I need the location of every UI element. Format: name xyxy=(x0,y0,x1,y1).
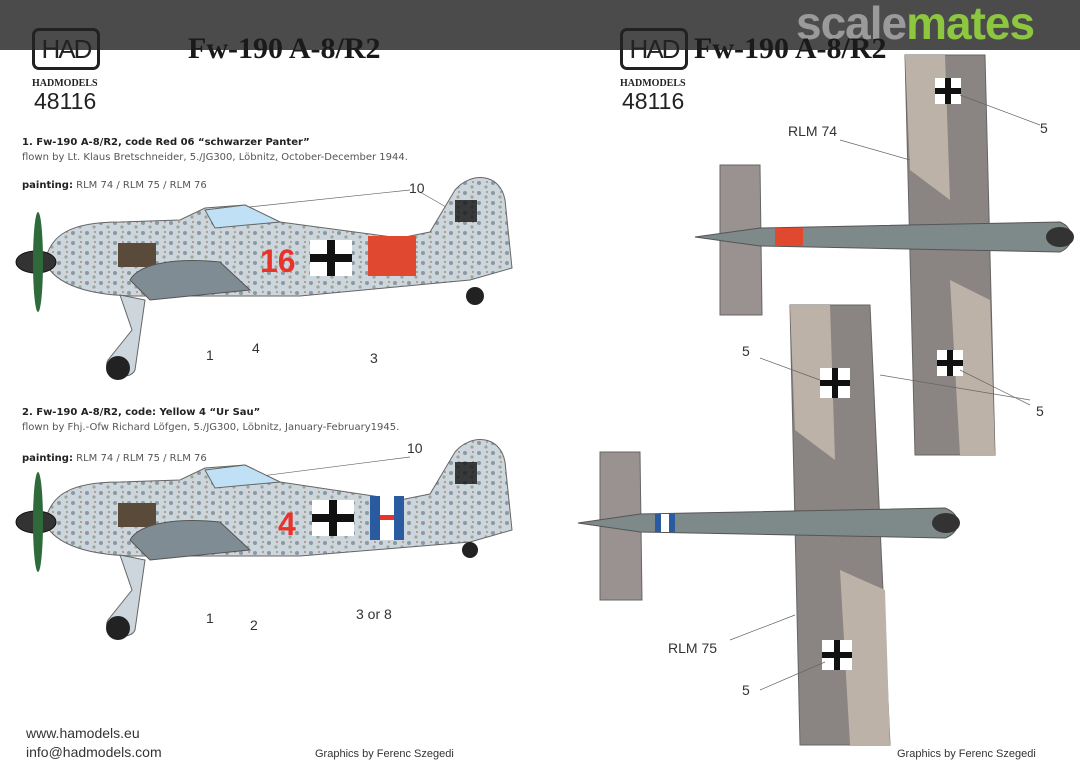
had-logo-right: HAD xyxy=(620,28,688,70)
catalog-number: 48116 xyxy=(34,88,97,114)
website-link[interactable]: www.hamodels.eu xyxy=(26,725,140,741)
tail-marking-1 xyxy=(455,200,477,222)
callout-1: 1 xyxy=(206,347,214,363)
email-link[interactable]: info@hadmodels.com xyxy=(26,744,162,760)
callout-5-d: 5 xyxy=(742,682,750,698)
balkenkreuz-2 xyxy=(312,500,354,536)
callout-10-b: 10 xyxy=(407,440,423,456)
page-title-right: Fw-190 A-8/R2 xyxy=(694,32,887,65)
scalemates-watermark: scalemates xyxy=(796,0,1035,49)
credit-left: Graphics by Ferenc Szegedi xyxy=(315,748,454,760)
side-view-2: 4 xyxy=(15,439,513,640)
scheme-1-painting: painting: RLM 74 / RLM 75 / RLM 76 xyxy=(22,180,207,191)
page-title: Fw-190 A-8/R2 xyxy=(188,32,381,65)
callout-4: 4 xyxy=(252,340,260,356)
callout-3: 3 xyxy=(370,350,378,366)
callout-rlm74: RLM 74 xyxy=(788,123,838,139)
top-view-1 xyxy=(694,54,1074,456)
top-view-2 xyxy=(577,304,1031,746)
callout-3-or-8: 3 or 8 xyxy=(356,606,392,622)
footer-contact: www.hamodels.eu info@hadmodels.com xyxy=(26,724,162,762)
fuselage-code-2: 4 xyxy=(278,506,296,542)
callout-2-b: 2 xyxy=(250,617,258,633)
callout-10: 10 xyxy=(409,180,425,196)
callout-5-c: 5 xyxy=(1036,403,1044,419)
scheme-1-caption: 1. Fw-190 A-8/R2, code Red 06 “schwarzer… xyxy=(22,137,408,163)
catalog-number-right: 48116 xyxy=(622,88,685,114)
callout-5-b: 5 xyxy=(742,343,750,359)
brand-name: HADMODELS xyxy=(32,78,98,89)
callout-5-a: 5 xyxy=(1040,120,1048,136)
had-logo: HAD xyxy=(32,28,100,70)
scheme-2-painting: painting: RLM 74 / RLM 75 / RLM 76 xyxy=(22,453,207,464)
tail-marking-2 xyxy=(455,462,477,484)
callout-1-b: 1 xyxy=(206,610,214,626)
balkenkreuz-1 xyxy=(310,240,352,276)
top-banner xyxy=(0,0,1080,50)
brand-name-right: HADMODELS xyxy=(620,78,686,89)
fuselage-code-1: 16 xyxy=(260,243,296,279)
side-view-1: 16 xyxy=(15,177,513,380)
callout-rlm75: RLM 75 xyxy=(668,640,718,656)
credit-right: Graphics by Ferenc Szegedi xyxy=(897,748,1036,760)
scheme-2-caption: 2. Fw-190 A-8/R2, code: Yellow 4 “Ur Sau… xyxy=(22,407,400,433)
